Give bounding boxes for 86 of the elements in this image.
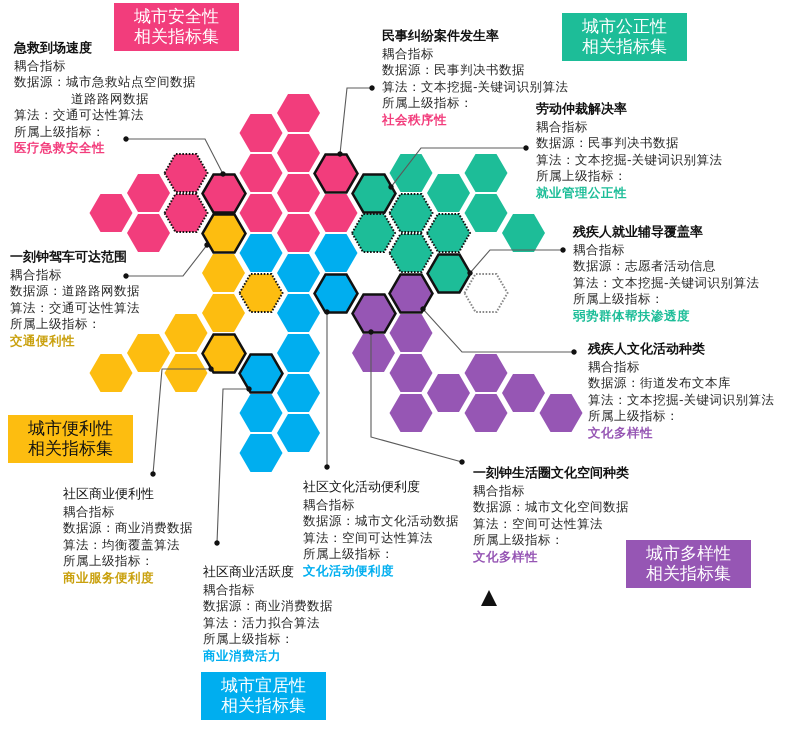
- highlighted-hexagon: [200, 212, 246, 254]
- highlighted-hexagon: [238, 352, 284, 394]
- parent-indicator-name: 弱势群体帮扶渗透度: [573, 308, 690, 324]
- leader-line: [150, 366, 214, 477]
- indicator-detail-text: 数据源：城市文化空间数据: [473, 499, 629, 516]
- indicator-set-banner: 城市公正性相关指标集: [562, 13, 687, 61]
- parent-indicator-name: 商业消费活力: [203, 648, 281, 664]
- indicator-detail-text: 数据源：道路路网数据: [10, 283, 140, 300]
- indicator-title: 残疾人文化活动种类: [588, 342, 705, 358]
- parent-indicator-name: 文化活动便利度: [303, 562, 394, 579]
- indicator-detail-text: 算法：文本挖掘-关键词识别算法: [573, 274, 760, 291]
- indicator-detail-text: 数据源：民事判决书数据: [536, 135, 679, 152]
- indicator-detail-text: 所属上级指标：: [203, 631, 294, 648]
- parent-indicator-name: 文化多样性: [588, 424, 653, 441]
- indicator-title: 劳动仲裁解决率: [536, 102, 627, 118]
- indicator-detail-text: 耦合指标: [588, 358, 640, 375]
- highlighted-hexagon: [350, 292, 396, 334]
- indicator-detail-text: 算法：活力拟合算法: [203, 614, 320, 631]
- indicator-set-banner: 城市多样性相关指标集: [626, 540, 751, 588]
- indicator-detail-text: 所属上级指标：: [303, 546, 394, 562]
- indicator-detail-text: 算法：文本挖掘-关键词识别算法: [588, 392, 775, 408]
- indicator-title: 急救到场速度: [14, 41, 92, 58]
- leader-line: [368, 329, 465, 465]
- indicator-title: 社区文化活动便利度: [303, 480, 420, 496]
- indicator-detail-text: 耦合指标: [14, 58, 66, 74]
- indicator-detail-text: 数据源：街道发布文本库: [588, 375, 731, 392]
- indicator-set-banner: 城市安全性相关指标集: [114, 3, 239, 51]
- leader-line: [123, 136, 226, 177]
- indicator-detail-text: 耦合指标: [473, 482, 525, 499]
- indicator-detail-text: 所属上级指标：: [588, 408, 679, 424]
- indicator-detail-text: 数据源：商业消费数据: [203, 598, 333, 614]
- indicator-detail-text: 算法：交通可达性算法: [14, 107, 144, 124]
- indicator-detail-text: 耦合指标: [63, 504, 115, 520]
- indicator-detail-text: 数据源：商业消费数据: [63, 520, 193, 536]
- highlighted-hexagon: [313, 272, 359, 314]
- indicator-detail-text: 算法：空间可达性算法: [473, 516, 603, 532]
- indicator-detail-text: 道路路网数据: [70, 90, 149, 107]
- indicator-title: 残疾人就业辅导覆盖率: [573, 225, 703, 242]
- indicator-detail-text: 算法：文本挖掘-关键词识别算法: [382, 78, 569, 95]
- leader-line: [123, 242, 210, 279]
- indicator-detail-text: 所属上级指标：: [536, 168, 627, 184]
- indicator-detail-text: 算法：文本挖掘-关键词识别算法: [536, 152, 723, 168]
- parent-indicator-name: 文化多样性: [473, 548, 538, 565]
- indicator-detail-text: 算法：均衡覆盖算法: [63, 536, 180, 553]
- indicator-detail-text: 耦合指标: [382, 46, 434, 62]
- highlighted-hexagon: [388, 272, 434, 314]
- indicator-detail-text: 耦合指标: [573, 242, 625, 258]
- leader-line: [337, 85, 375, 157]
- indicator-title: 社区商业活跃度: [203, 565, 294, 582]
- highlighted-hexagon: [200, 332, 246, 374]
- indicator-detail-text: 数据源：城市急救站点空间数据: [14, 74, 196, 90]
- indicator-detail-text: 所属上级指标：: [573, 291, 664, 308]
- indicator-detail-text: 所属上级指标：: [382, 95, 473, 112]
- highlighted-hexagon: [313, 152, 359, 194]
- indicator-detail-text: 算法：交通可达性算法: [10, 300, 140, 316]
- leader-line: [214, 386, 252, 546]
- leader-line: [388, 145, 529, 190]
- indicator-detail-text: 耦合指标: [536, 118, 588, 135]
- indicator-detail-text: 耦合指标: [10, 266, 62, 283]
- parent-indicator-name: 医疗急救安全性: [14, 140, 105, 156]
- highlighted-hexagon: [350, 172, 396, 214]
- parent-indicator-name: 就业管理公正性: [536, 184, 627, 201]
- indicator-title: 社区商业便利性: [63, 487, 154, 504]
- indicator-detail-text: 所属上级指标：: [14, 124, 105, 140]
- indicator-detail-text: 数据源：城市文化活动数据: [303, 513, 459, 530]
- indicator-detail-text: 所属上级指标：: [10, 316, 101, 332]
- indicator-title: 一刻钟生活圈文化空间种类: [473, 466, 629, 482]
- indicator-set-banner: 城市便利性相关指标集: [8, 415, 133, 463]
- leader-line: [420, 306, 577, 355]
- indicator-detail-text: 耦合指标: [303, 496, 355, 513]
- indicator-detail-text: 数据源：民事判决书数据: [382, 62, 525, 78]
- indicator-title: 一刻钟驾车可达范围: [10, 250, 127, 266]
- indicator-title: 民事纠纷案件发生率: [382, 29, 499, 46]
- highlighted-hexagon: [200, 172, 246, 214]
- indicator-set-banner: 城市宜居性相关指标集: [201, 672, 326, 720]
- indicator-detail-text: 数据源：志愿者活动信息: [573, 258, 716, 274]
- parent-indicator-name: 交通便利性: [10, 332, 75, 349]
- parent-indicator-name: 商业服务便利度: [63, 570, 154, 586]
- indicator-detail-text: 所属上级指标：: [63, 553, 154, 570]
- indicator-detail-text: 耦合指标: [203, 582, 255, 598]
- highlighted-hexagon: [426, 252, 472, 294]
- indicator-detail-text: 所属上级指标：: [473, 532, 564, 548]
- indicator-detail-text: 算法：空间可达性算法: [303, 530, 433, 546]
- parent-indicator-name: 社会秩序性: [382, 112, 447, 128]
- leader-line: [324, 309, 330, 470]
- leader-line: [467, 247, 566, 276]
